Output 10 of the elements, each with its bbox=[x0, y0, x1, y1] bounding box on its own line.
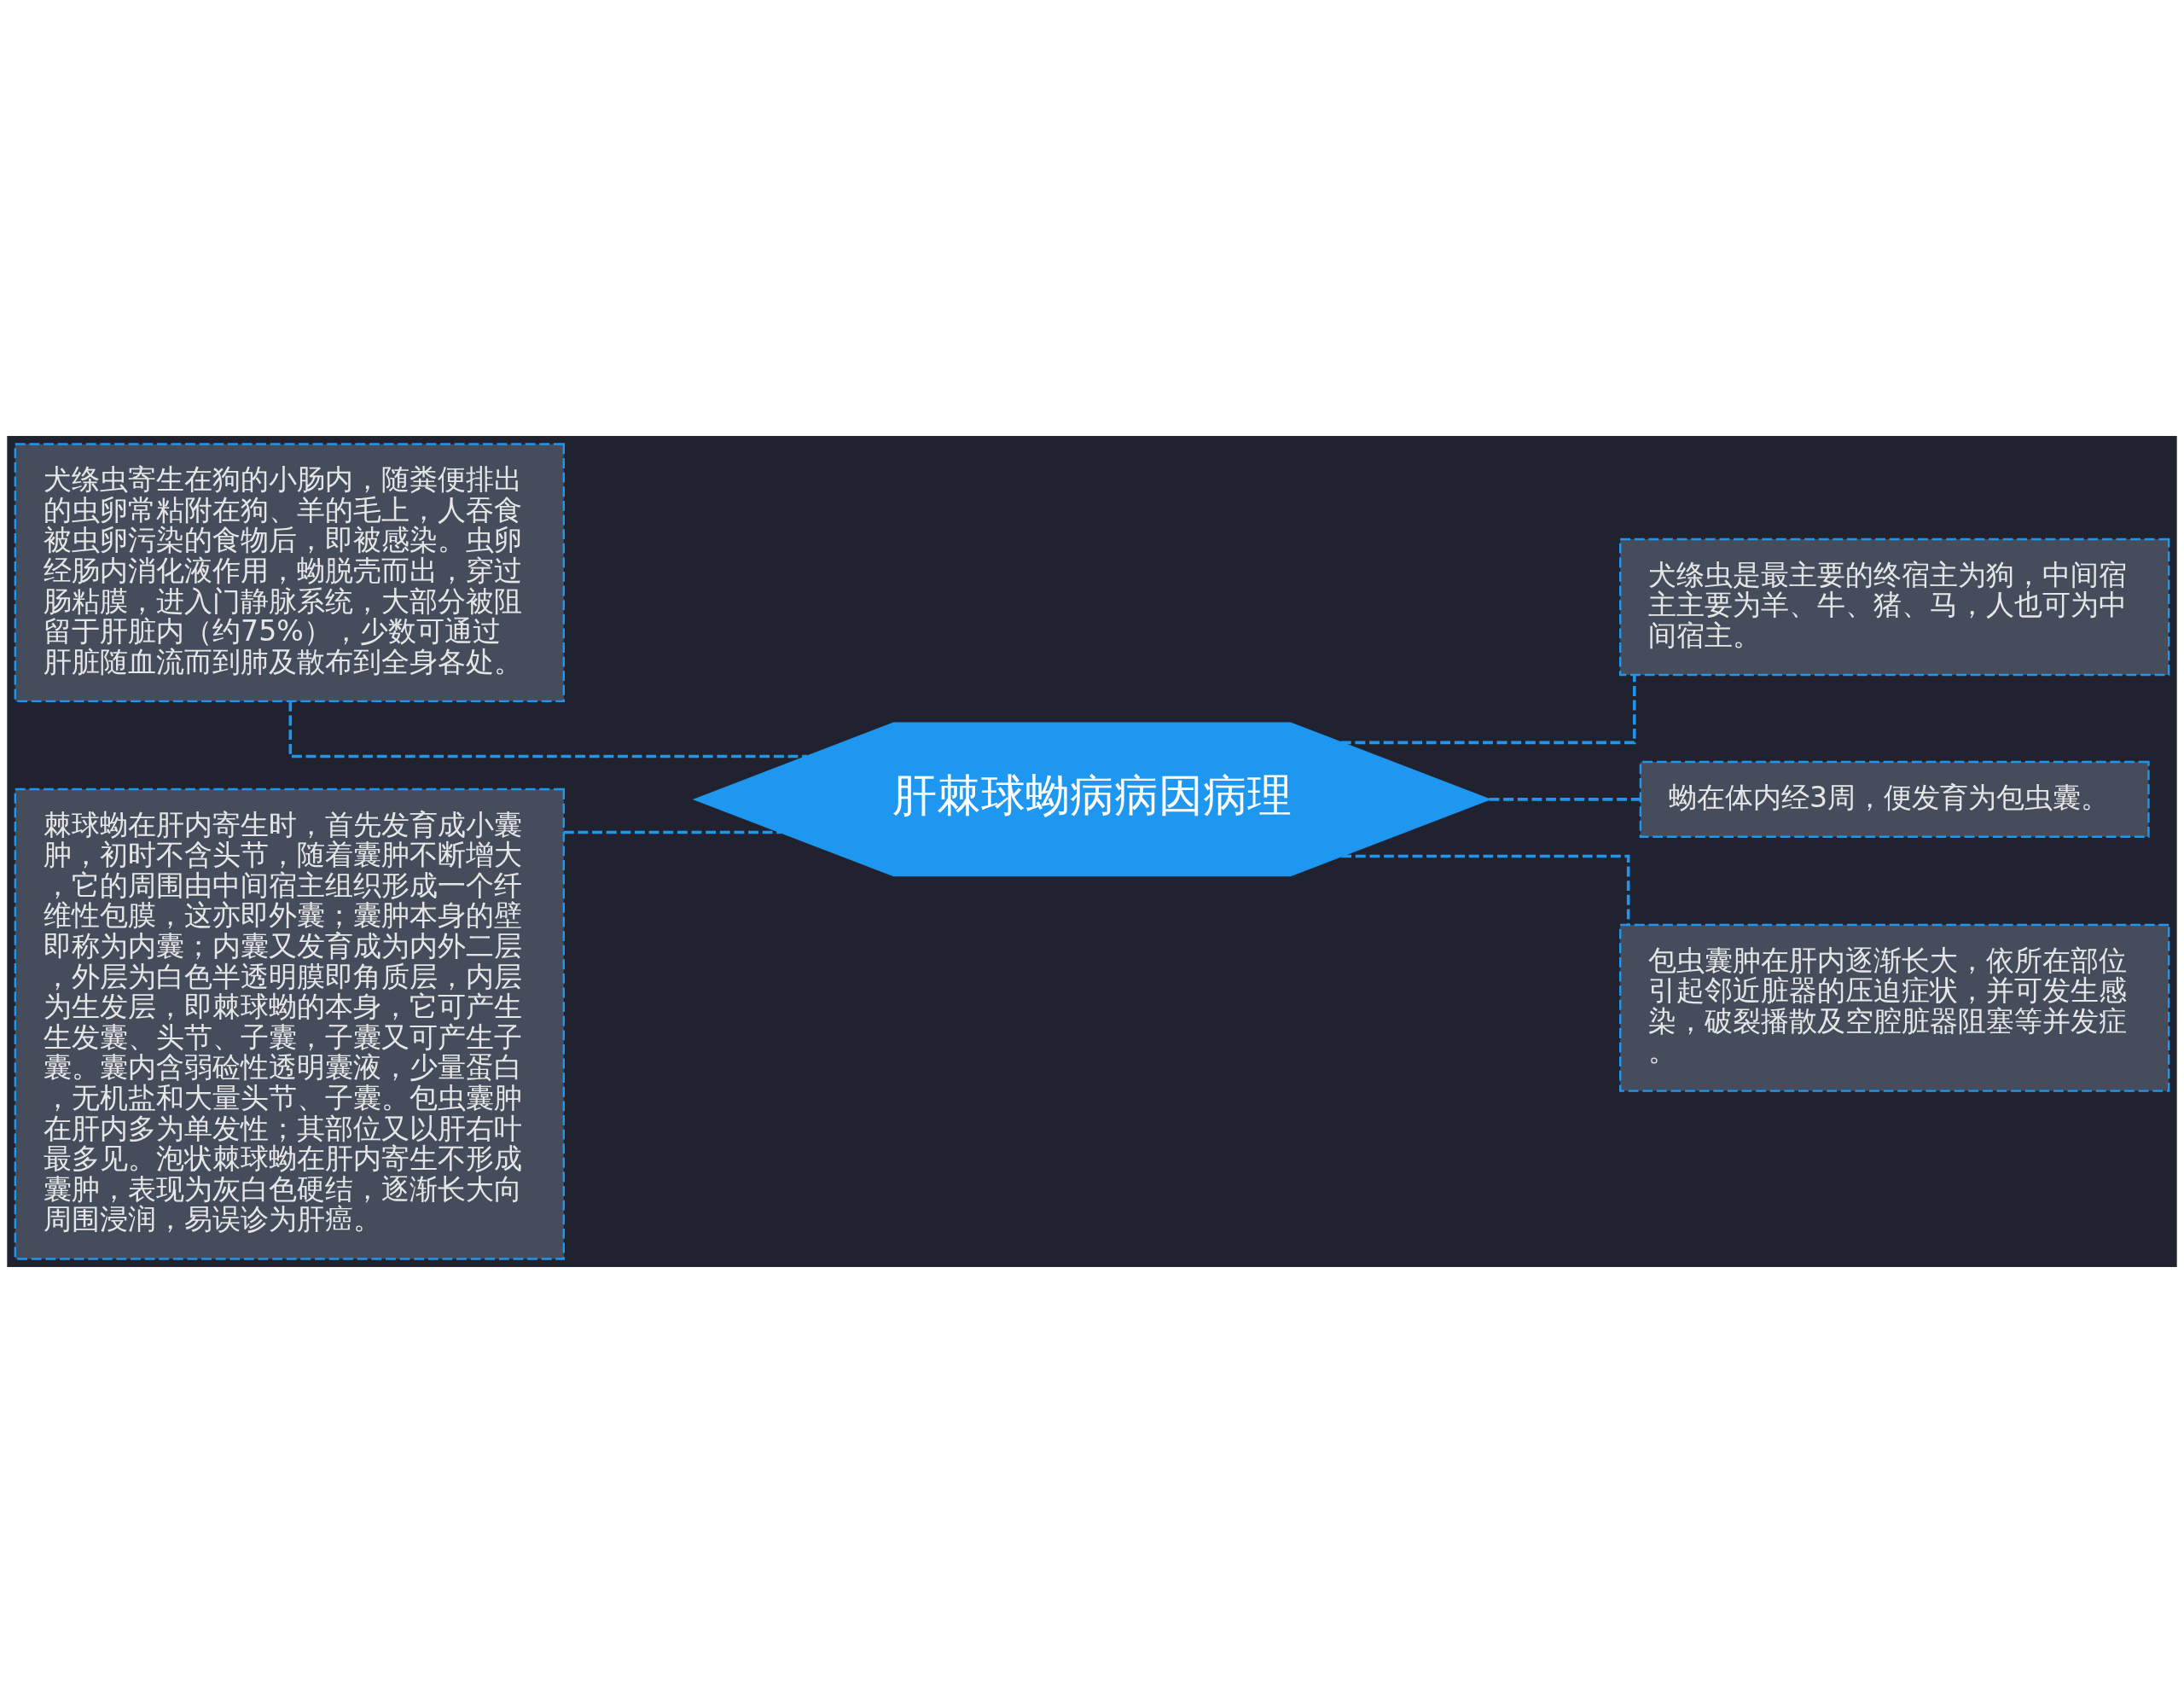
node-box: 棘球蚴在肝内寄生时，首先发育成小囊肿，初时不含头节，随着囊肿不断增大，它的周围由中间宿主组织形成一个纤维性包膜，这亦即外囊；囊肿本身的壁即称为内囊；内囊又发育成为内外二层，外层为白色半透明膜即角质层，内层为生发层，即棘球蚴的本身，它可产生生发囊、头节、子囊，子囊又可产生子囊。囊内含弱硷性透明囊液，少量蛋白，无机盐和大量头节、子囊。包虫囊肿在肝内多为单发性；其部位又以肝右叶最多见。泡状棘球蚴在肝内寄生不形成囊肿，表现为灰白色硬结，逐渐长大向周围浸润，易误诊为肝癌。 bbox=[14, 788, 565, 1260]
node-box: 犬绦虫寄生在狗的小肠内，随粪便排出的虫卵常粘附在狗、羊的毛上，人吞食被虫卵污染的食物后，即被感染。虫卵经肠内消化液作用，蚴脱壳而出，穿过肠粘膜，进入门静脉系统，大部分被阻留于肝脏内（约75%），少数可通过肝脏随血流而到肺及散布到全身各处。 bbox=[14, 443, 565, 702]
connector bbox=[1340, 675, 1636, 745]
connector bbox=[1341, 854, 1630, 924]
connector bbox=[288, 700, 808, 759]
node-box: 包虫囊肿在肝内逐渐长大，依所在部位引起邻近脏器的压迫症状，并可发生感染，破裂播散及空腔脏器阻塞等并发症。 bbox=[1619, 923, 2170, 1092]
node-box: 犬绦虫是最主要的终宿主为狗，中间宿主主要为羊、牛、猪、马，人也可为中间宿主。 bbox=[1619, 538, 2170, 677]
connector bbox=[564, 830, 781, 834]
connector bbox=[1489, 798, 1641, 801]
node-box: 蚴在体内经3周，便发育为包虫囊。 bbox=[1639, 760, 2150, 838]
